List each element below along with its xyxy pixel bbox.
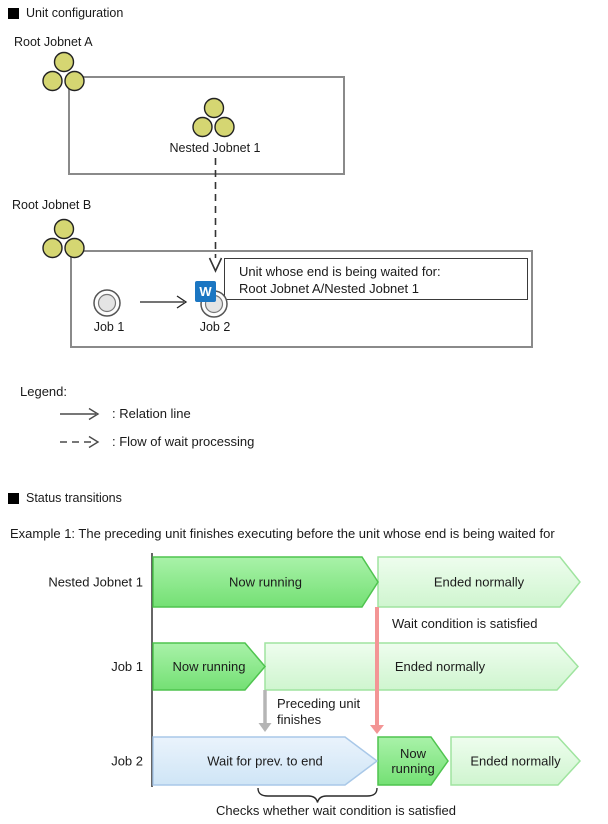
status-segment-label: Ended normally	[395, 659, 486, 674]
wait-target-callout: Unit whose end is being waited for: Root…	[224, 258, 528, 300]
brace-icon	[257, 787, 378, 803]
status-transitions-heading-text: Status transitions	[26, 491, 122, 505]
unit-configuration-heading: Unit configuration	[8, 6, 123, 20]
square-bullet-icon	[8, 7, 19, 19]
wait-condition-badge: W	[195, 281, 216, 302]
job-1-label: Job 1	[93, 320, 125, 334]
chart-row-label: Job 1	[111, 659, 143, 674]
nested-jobnet-1-label: Nested Jobnet 1	[169, 141, 261, 155]
dashed-arrow-icon	[60, 435, 100, 449]
jobnet-icon	[192, 97, 235, 138]
checks-wait-condition-label: Checks whether wait condition is satisfi…	[216, 803, 456, 818]
callout-line2: Root Jobnet A/Nested Jobnet 1	[239, 281, 419, 296]
status-segment-ended	[264, 642, 580, 691]
chart-row-label: Job 2	[111, 754, 143, 769]
root-jobnet-b-label: Root Jobnet B	[12, 198, 92, 212]
status-segment-ended	[377, 556, 581, 608]
status-transitions-heading: Status transitions	[8, 491, 122, 505]
callout-line1: Unit whose end is being waited for:	[239, 264, 441, 279]
jobnet-icon	[42, 51, 85, 92]
wait-satisfied-arrowhead-icon	[370, 725, 384, 734]
square-bullet-icon	[8, 492, 19, 504]
solid-arrow-icon	[60, 407, 100, 421]
preceding-finishes-label: finishes	[277, 712, 322, 727]
root-jobnet-b-box	[70, 250, 533, 348]
status-segment-label: running	[391, 761, 434, 776]
preceding-finishes-label: Preceding unit	[277, 696, 360, 711]
legend-wait-flow-label: : Flow of wait processing	[112, 434, 255, 449]
status-segment-label: Ended normally	[470, 754, 561, 769]
root-jobnet-a-box	[68, 76, 345, 175]
job-icon	[93, 289, 121, 317]
preceding-finishes-arrowhead-icon	[258, 723, 272, 732]
example-caption: Example 1: The preceding unit finishes e…	[10, 526, 555, 541]
status-segment-running	[152, 556, 379, 608]
status-segment-label: Ended normally	[434, 575, 525, 590]
status-segment-label: Wait for prev. to end	[207, 754, 323, 769]
status-segment-running	[377, 736, 449, 786]
legend-relation-line-label: : Relation line	[112, 406, 191, 421]
chart-row-label: Nested Jobnet 1	[48, 575, 143, 590]
wait-flow-arrow-icon	[208, 158, 223, 273]
root-jobnet-a-label: Root Jobnet A	[14, 35, 93, 49]
unit-configuration-heading-text: Unit configuration	[26, 6, 124, 20]
jobnet-icon	[42, 218, 85, 259]
status-segment-waiting	[152, 736, 379, 786]
status-segment-label: Now running	[173, 659, 246, 674]
status-segment-label: Now	[400, 746, 427, 761]
status-segment-running	[152, 642, 266, 691]
relation-arrow-icon	[140, 295, 188, 309]
job-2-label: Job 2	[199, 320, 231, 334]
status-segment-ended	[450, 736, 582, 786]
status-segment-label: Now running	[229, 575, 302, 590]
wait-satisfied-label: Wait condition is satisfied	[392, 616, 537, 631]
legend-title: Legend:	[20, 384, 67, 399]
